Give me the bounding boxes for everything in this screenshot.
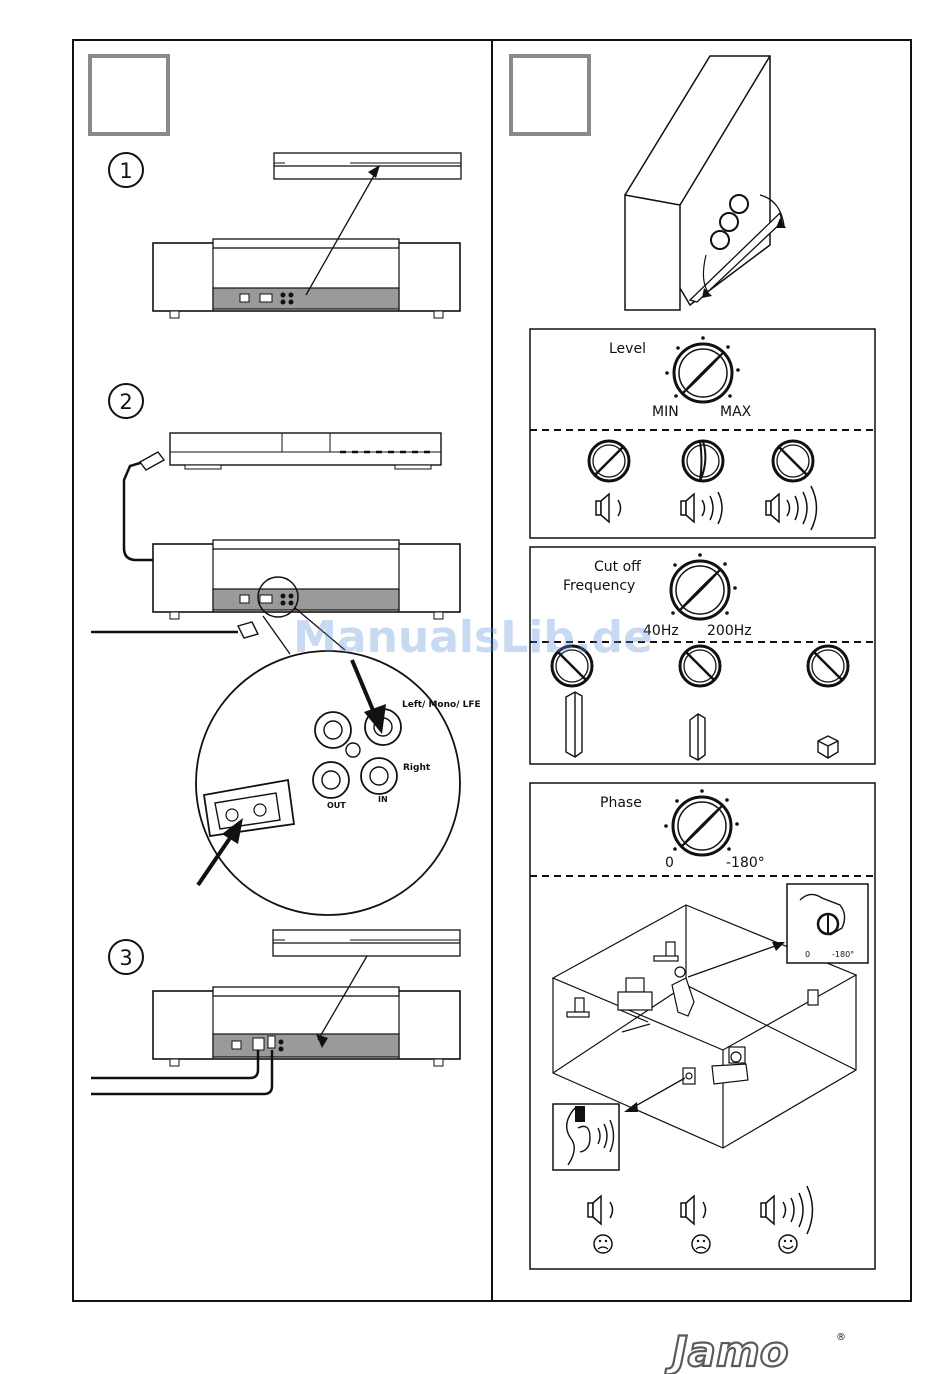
step-3-number: 3 bbox=[119, 946, 132, 970]
phase-speaker-low-icon bbox=[588, 1196, 601, 1224]
step-2-number: 2 bbox=[119, 390, 132, 414]
phase-inset-zero-label: 0 bbox=[805, 950, 810, 959]
connector-label-in: IN bbox=[378, 795, 388, 804]
level-knob bbox=[674, 344, 732, 402]
bookshelf-speaker-icon bbox=[690, 714, 705, 760]
rca-plug-icon bbox=[140, 452, 164, 470]
tower-speaker-icon bbox=[566, 692, 582, 757]
av-receiver bbox=[170, 433, 441, 469]
satellite-speaker-icon bbox=[818, 736, 838, 758]
connector-label-out: OUT bbox=[327, 801, 346, 810]
phase-speaker-high-icon bbox=[761, 1196, 774, 1224]
cutoff-high-label: 200Hz bbox=[707, 623, 752, 639]
sad-face-icon bbox=[594, 1235, 612, 1253]
phase-knob bbox=[673, 797, 731, 855]
level-min-label: MIN bbox=[652, 404, 679, 420]
subwoofer-side-view bbox=[625, 56, 786, 310]
level-title: Level bbox=[609, 341, 646, 357]
room-furniture bbox=[567, 942, 818, 1084]
ear-inset-box bbox=[553, 1104, 619, 1170]
phase-title: Phase bbox=[600, 795, 642, 811]
registered-mark: ® bbox=[836, 1332, 846, 1343]
jamo-logo: Jamo bbox=[665, 1327, 789, 1374]
cutoff-title-line1: Cut off bbox=[594, 559, 641, 575]
watermark: ManualsLib.de bbox=[293, 612, 653, 663]
subwoofer-front-1 bbox=[153, 239, 460, 318]
cutoff-knob bbox=[671, 561, 729, 619]
subwoofer-front-3 bbox=[153, 987, 460, 1066]
section-b-box bbox=[511, 56, 589, 134]
connector-label-right: Right bbox=[403, 763, 431, 773]
speaker-low-icon bbox=[596, 494, 609, 522]
step-1-number: 1 bbox=[119, 159, 132, 183]
phase-speaker-mid-icon bbox=[681, 1196, 694, 1224]
cutoff-title-line2: Frequency bbox=[563, 578, 635, 594]
connector-label-left: Left/ Mono/ LFE bbox=[402, 700, 481, 710]
phase-zero-label: 0 bbox=[665, 855, 674, 871]
phase-inset-inverse-label: -180° bbox=[832, 950, 854, 959]
connector-detail-zoom bbox=[196, 651, 460, 915]
level-max-label: MAX bbox=[720, 404, 752, 420]
phase-inverse-label: -180° bbox=[726, 855, 765, 871]
happy-face-icon bbox=[779, 1235, 797, 1253]
subwoofer-front-2 bbox=[153, 540, 460, 619]
speaker-high-icon bbox=[766, 494, 779, 522]
sad-face-icon bbox=[692, 1235, 710, 1253]
speaker-mid-icon bbox=[681, 494, 694, 522]
section-a-box bbox=[90, 56, 168, 134]
